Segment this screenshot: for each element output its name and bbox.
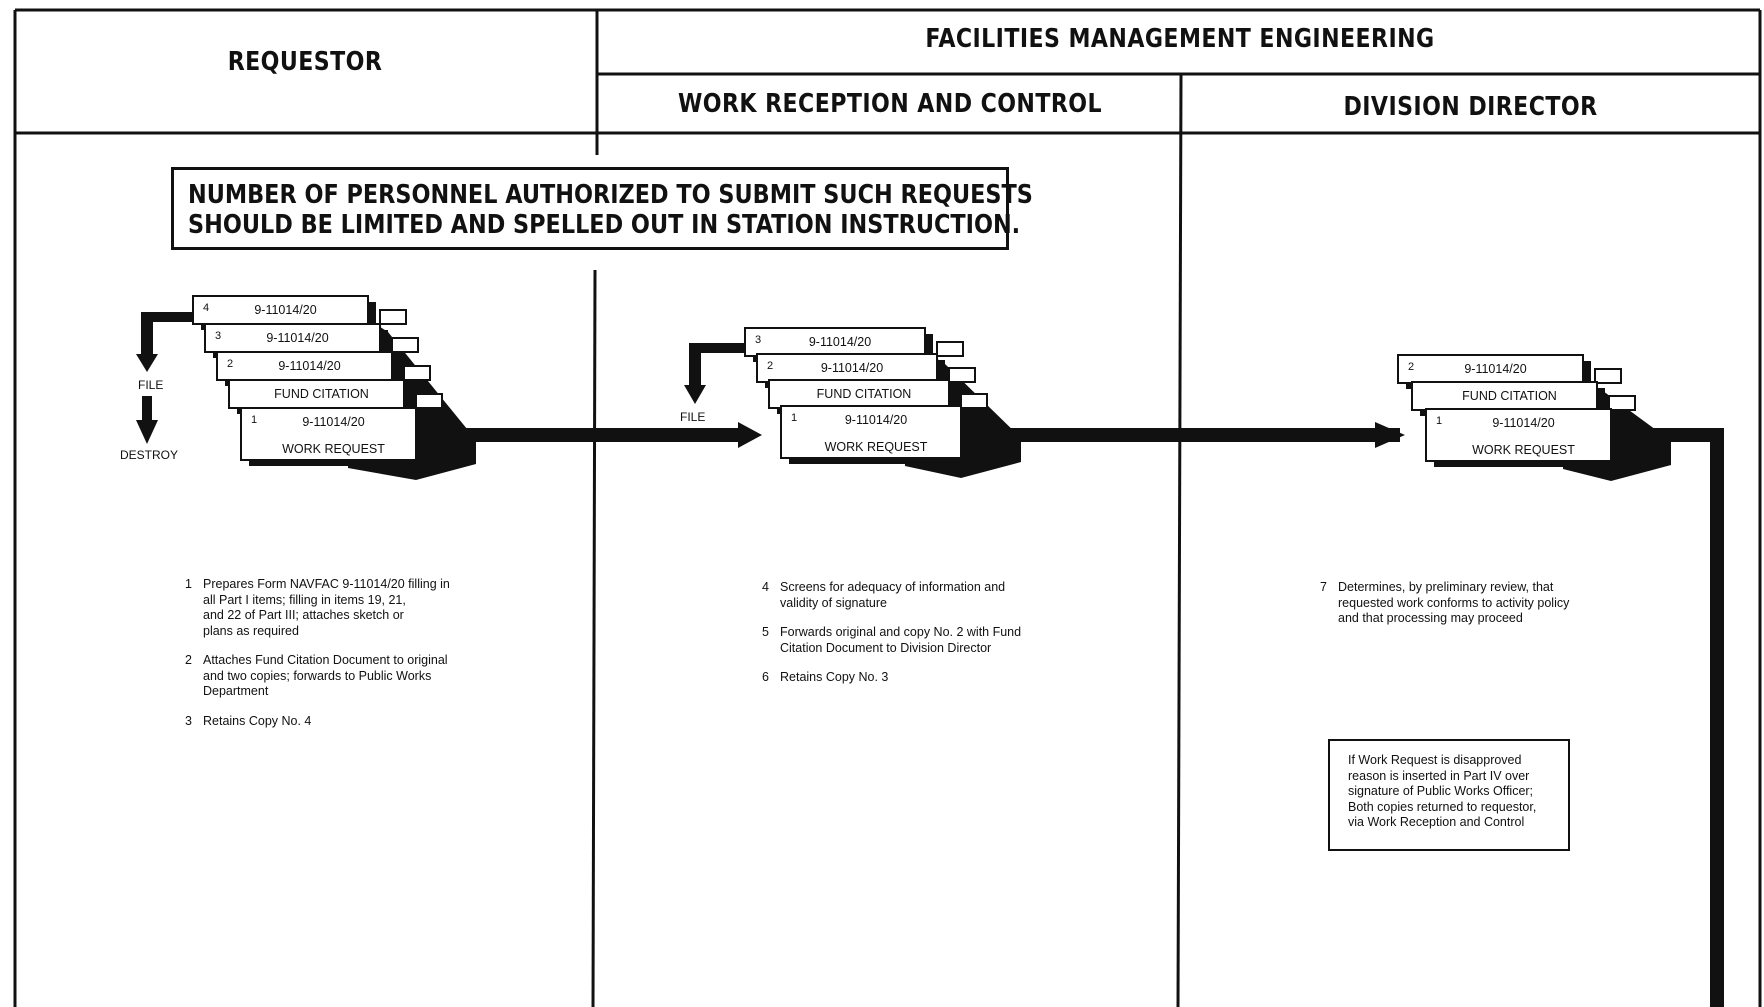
form-copy-number: 1 — [1436, 415, 1442, 427]
step-number: 6 — [762, 670, 769, 684]
form-card — [228, 379, 405, 409]
form-label: 9-11014/20 — [809, 335, 871, 349]
flow-line-1 — [420, 428, 740, 442]
form-label: 9-11014/20 — [1492, 416, 1554, 430]
step-7: 7 Determines, by preliminary review, that… — [1320, 580, 1569, 627]
step-4: 4 Screens for adequacy of information and… — [762, 580, 1021, 611]
division-director-steps: 7 Determines, by preliminary review, that… — [1320, 580, 1569, 641]
form-label: FUND CITATION — [1462, 389, 1557, 403]
form-sublabel: WORK REQUEST — [1472, 443, 1575, 457]
step-text: Retains Copy No. 4 — [203, 713, 312, 728]
form-card — [756, 353, 938, 383]
step-number: 7 — [1320, 580, 1327, 594]
form-label: 9-11014/20 — [821, 361, 883, 375]
form-tab — [415, 393, 443, 409]
file-label-work-reception: FILE — [680, 410, 706, 424]
file-bracket-vertical-2 — [689, 343, 701, 393]
file-bracket-horizontal — [141, 312, 199, 322]
form-copy-number: 1 — [791, 412, 797, 424]
form-card — [1411, 381, 1598, 411]
requestor-steps: 1 Prepares Form NAVFAC 9-11014/20 filling… — [185, 577, 450, 743]
lane-header-requestor: REQUESTOR — [227, 47, 383, 77]
lane-header-fme: FACILITIES MANAGEMENT ENGINEERING — [925, 24, 1435, 54]
form-card — [216, 351, 393, 381]
form-label: 9-11014/20 — [1464, 362, 1526, 376]
flow-line-down — [1710, 430, 1724, 1007]
form-card — [768, 379, 950, 409]
step-1: 1 Prepares Form NAVFAC 9-11014/20 filling… — [185, 577, 450, 639]
flow-arrow-2 — [1375, 422, 1405, 448]
form-copy-number: 3 — [755, 334, 761, 346]
form-copy-number: 4 — [203, 302, 209, 314]
step-text: Screens for adequacy of information and … — [780, 580, 1006, 610]
step-text: Retains Copy No. 3 — [780, 670, 889, 684]
form-copy-number: 1 — [251, 414, 257, 426]
form-tab — [1594, 368, 1622, 384]
file-bracket-horizontal-2 — [689, 343, 745, 353]
step-3: 3 Retains Copy No. 4 — [185, 714, 450, 730]
work-reception-steps: 4 Screens for adequacy of information and… — [762, 580, 1021, 700]
form-tab — [403, 365, 431, 381]
step-text: Attaches Fund Citation Document to origi… — [203, 653, 448, 698]
file-label-requestor: FILE — [138, 378, 164, 392]
form-card — [744, 327, 926, 357]
form-card — [1425, 408, 1612, 462]
destroy-arrow-head — [136, 420, 158, 444]
form-label: 9-11014/20 — [845, 413, 907, 427]
form-label: 9-11014/20 — [266, 331, 328, 345]
lane-divider-1 — [591, 269, 597, 1007]
form-label: 9-11014/20 — [254, 303, 316, 317]
form-tab — [1608, 395, 1636, 411]
lane-header-work-reception: WORK RECEPTION AND CONTROL — [677, 89, 1103, 119]
step-number: 1 — [185, 577, 192, 591]
lane-header-division-director: DIVISION DIRECTOR — [1343, 92, 1598, 122]
step-6: 6 Retains Copy No. 3 — [762, 670, 1021, 686]
form-copy-number: 3 — [215, 330, 221, 342]
notice-line-2: SHOULD BE LIMITED AND SPELLED OUT IN STA… — [188, 210, 1021, 240]
form-tab — [960, 393, 988, 409]
form-sublabel: WORK REQUEST — [282, 442, 385, 456]
form-tab — [936, 341, 964, 357]
form-label: FUND CITATION — [817, 387, 912, 401]
authorization-notice: NUMBER OF PERSONNEL AUTHORIZED TO SUBMIT… — [171, 167, 1033, 250]
file-arrow-head-2 — [684, 385, 706, 404]
flow-corner — [1680, 428, 1724, 442]
form-copy-number: 2 — [1408, 361, 1414, 373]
step-5: 5 Forwards original and copy No. 2 with F… — [762, 625, 1021, 656]
step-number: 3 — [185, 713, 192, 728]
destroy-label: DESTROY — [120, 448, 179, 462]
flow-line-2 — [960, 428, 1400, 442]
notice-line-1: NUMBER OF PERSONNEL AUTHORIZED TO SUBMIT… — [188, 180, 1033, 210]
step-number: 5 — [762, 625, 769, 639]
form-tab — [379, 309, 407, 325]
form-card — [204, 323, 381, 353]
form-card — [240, 407, 417, 461]
form-tab — [948, 367, 976, 383]
step-number: 2 — [185, 653, 192, 667]
form-card — [780, 405, 962, 459]
flow-arrow-1 — [738, 422, 762, 448]
disapproval-note: If Work Request is disapproved reason is… — [1328, 739, 1570, 851]
form-tab — [391, 337, 419, 353]
step-text: Prepares Form NAVFAC 9-11014/20 filling … — [203, 577, 450, 638]
form-copy-number: 2 — [767, 360, 773, 372]
step-2: 2 Attaches Fund Citation Document to orig… — [185, 653, 450, 700]
form-label: 9-11014/20 — [278, 359, 340, 373]
file-arrow-head — [136, 354, 158, 372]
step-text: Forwards original and copy No. 2 with Fu… — [780, 625, 1022, 655]
form-label: 9-11014/20 — [302, 415, 364, 429]
destroy-arrow-shaft — [142, 396, 152, 424]
step-text: Determines, by preliminary review, that … — [1338, 580, 1570, 625]
form-sublabel: WORK REQUEST — [825, 440, 928, 454]
step-number: 4 — [762, 580, 769, 594]
lane-divider-2 — [1176, 73, 1183, 1007]
form-label: FUND CITATION — [274, 387, 369, 401]
file-bracket-vertical — [141, 312, 153, 362]
form-copy-number: 2 — [227, 358, 233, 370]
